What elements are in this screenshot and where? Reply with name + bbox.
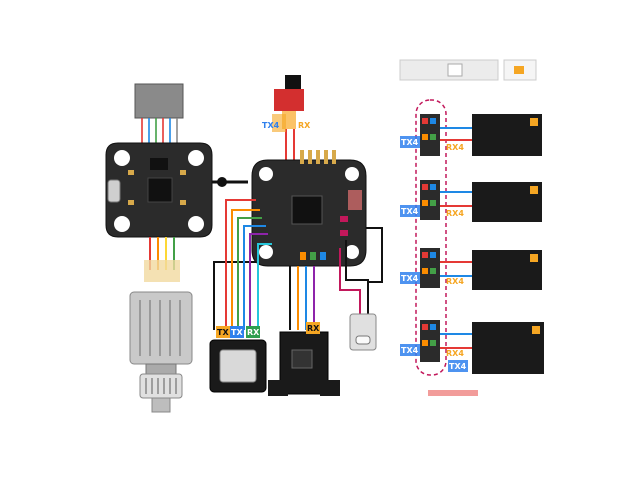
rx4-label-3: RX4	[446, 277, 464, 286]
esc-chip	[150, 158, 168, 170]
tx4-bottom-label-bg	[448, 360, 468, 372]
fc-connector	[348, 190, 362, 210]
mount-hole	[345, 167, 359, 181]
esc-chip	[147, 177, 173, 203]
tx4-label-bg	[400, 205, 420, 217]
rx4-label-4: RX4	[446, 349, 464, 358]
usb-c-port	[107, 179, 121, 203]
fc-chip	[291, 195, 323, 225]
mount-hole	[114, 216, 130, 232]
gps-module-group: TX RX	[209, 326, 267, 393]
tx4-label-bg	[400, 272, 420, 284]
mount-hole	[259, 167, 273, 181]
tx4-label-4: TX4	[401, 346, 419, 355]
receiver-rx-label: RX	[307, 324, 320, 333]
fc-tx4-label: TX4	[262, 121, 280, 130]
tx4-label-bg	[400, 344, 420, 356]
rx4-label-1: RX4	[446, 143, 464, 152]
uart-row-3: TX4 RX4	[400, 248, 542, 290]
gps-rx-label-bg	[246, 326, 260, 338]
esc-pads	[128, 170, 186, 205]
mount-hole	[188, 216, 204, 232]
tx4-label-bg	[400, 136, 420, 148]
connector-column-outline	[415, 99, 447, 376]
receiver-tx-label-bg	[216, 326, 230, 338]
usb-module-group	[349, 313, 377, 351]
motor-base	[151, 397, 171, 413]
uart-row-2: TX4 RX4	[400, 180, 542, 222]
link-joint	[217, 177, 227, 187]
mount-hole	[188, 150, 204, 166]
fc-pads	[300, 216, 348, 260]
gps-tx-label: TX	[231, 328, 243, 337]
usb-c-port	[355, 335, 371, 345]
servo-knob	[447, 63, 463, 77]
heatsink-fins	[139, 300, 181, 356]
tx4-label-1: TX4	[401, 138, 419, 147]
fc-rx-label: RX	[298, 121, 311, 130]
buzzer-body	[274, 89, 304, 111]
gps-rx-label: RX	[247, 328, 260, 337]
esc-board-group	[105, 83, 213, 413]
connector-plug	[144, 260, 180, 282]
fc-header-pins	[300, 150, 336, 164]
tx4-label-3: TX4	[401, 274, 419, 283]
tx4-bottom-label: TX4	[449, 362, 467, 371]
fc-wiring-harness	[213, 199, 383, 330]
tx4-label-2: TX4	[401, 207, 419, 216]
rx4-label-2: RX4	[446, 209, 464, 218]
motor-shaft	[145, 363, 177, 375]
mount-hole	[114, 150, 130, 166]
receiver-tab	[320, 380, 340, 396]
receiver-tx-label: TX	[217, 328, 229, 337]
gps-antenna	[219, 349, 257, 383]
buzzer-cap	[285, 75, 301, 89]
receiver-chip	[291, 349, 313, 369]
receiver-tab	[268, 380, 288, 396]
red-mark	[428, 390, 478, 396]
mount-hole	[259, 245, 273, 259]
usb-module	[349, 313, 377, 351]
uart-row-4: TX4 RX4 TX4	[400, 320, 544, 374]
servo-end-mark	[514, 66, 524, 74]
mount-hole	[345, 245, 359, 259]
ribbon-connector	[134, 83, 184, 119]
receiver-rx-label-bg	[306, 322, 320, 334]
uart-row-1: TX4 RX4	[400, 114, 542, 156]
gear-teeth	[145, 378, 177, 394]
gps-tx-label-bg	[230, 326, 244, 338]
receiver-module-group: RX	[268, 322, 340, 396]
flight-controller-group	[251, 150, 367, 267]
fc-top-labels: TX4 RX	[262, 114, 311, 132]
